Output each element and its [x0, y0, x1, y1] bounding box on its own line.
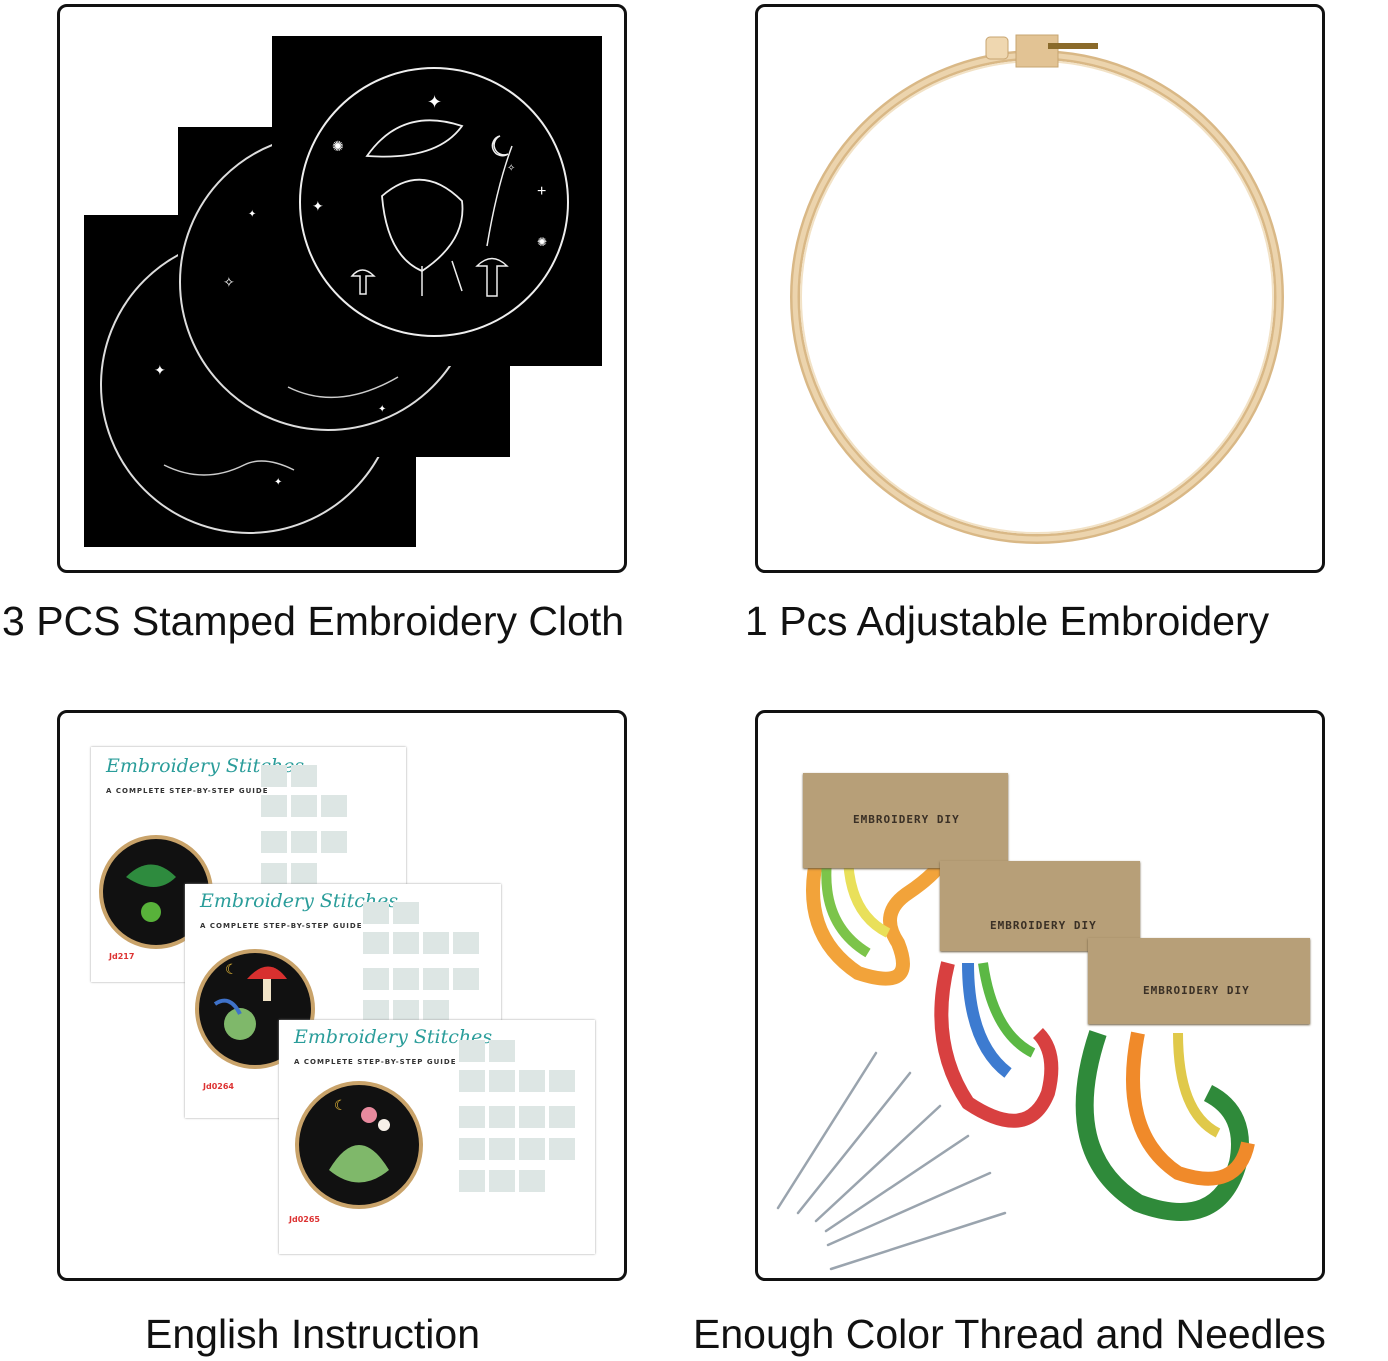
hoop-illustration-icon: ☾ — [295, 1040, 575, 1209]
svg-text:☾: ☾ — [225, 961, 238, 977]
sheet-subtitle: A COMPLETE STEP-BY-STEP GUIDE — [294, 1058, 457, 1066]
instruction-sheet: Embroidery Stitches A COMPLETE STEP-BY-S… — [91, 747, 406, 982]
thread-card-label: EMBROIDERY DIY — [853, 813, 960, 826]
svg-text:✧: ✧ — [507, 163, 515, 174]
sheet-subtitle: A COMPLETE STEP-BY-STEP GUIDE — [200, 922, 363, 930]
instruction-panel: Embroidery Stitches A COMPLETE STEP-BY-S… — [57, 710, 627, 1281]
cloth-panel: ✦ ✧ ✦ ✧ ✦ ✦ ✦ ✺ ✦ + ✺ ✧ — [57, 4, 627, 573]
caption-instruction: English Instruction — [145, 1311, 481, 1357]
svg-text:✺: ✺ — [332, 138, 344, 154]
svg-text:+: + — [537, 183, 546, 200]
svg-text:✦: ✦ — [274, 477, 282, 488]
hoop-panel — [755, 4, 1325, 573]
svg-text:✦: ✦ — [248, 209, 256, 220]
thread-card-label: EMBROIDERY DIY — [1143, 984, 1250, 997]
sheet-title: Embroidery Stitches — [106, 755, 305, 777]
cloth-piece-front: ✦ ✺ ✦ + ✺ ✧ — [272, 36, 602, 366]
svg-text:✺: ✺ — [537, 235, 547, 249]
sheet-subtitle: A COMPLETE STEP-BY-STEP GUIDE — [106, 787, 269, 795]
svg-text:✦: ✦ — [378, 404, 386, 415]
thread-card: EMBROIDERY DIY — [940, 861, 1140, 951]
svg-text:✦: ✦ — [312, 198, 324, 214]
thread-card: EMBROIDERY DIY — [1088, 938, 1310, 1024]
thread-card-label: EMBROIDERY DIY — [990, 919, 1097, 932]
caption-hoop: 1 Pcs Adjustable Embroidery — [745, 598, 1270, 644]
sheet-code: Jd217 — [109, 952, 135, 961]
thread-panel: EMBROIDERY DIY EMBROIDERY DIY EMBROIDERY… — [755, 710, 1325, 1281]
sheet-code: Jd0265 — [289, 1215, 320, 1224]
hoop-illustration-icon — [99, 765, 347, 949]
thread-card: EMBROIDERY DIY — [803, 773, 1008, 868]
svg-text:✧: ✧ — [223, 274, 235, 290]
svg-text:✦: ✦ — [154, 362, 166, 378]
sheet-code: Jd0264 — [203, 1082, 234, 1091]
svg-text:✦: ✦ — [427, 92, 442, 112]
caption-thread: Enough Color Thread and Needles — [693, 1311, 1326, 1357]
sheet-title: Embroidery Stitches — [200, 890, 399, 912]
frog-pattern-icon: ✦ ✺ ✦ + ✺ ✧ — [299, 67, 569, 337]
embroidery-hoop-icon — [790, 34, 1284, 544]
svg-text:☾: ☾ — [334, 1097, 347, 1113]
instruction-sheet: Embroidery Stitches A COMPLETE STEP-BY-S… — [279, 1020, 595, 1254]
caption-cloth: 3 PCS Stamped Embroidery Cloth — [2, 598, 625, 644]
sheet-title: Embroidery Stitches — [294, 1026, 493, 1048]
thread-bundle-icon — [776, 849, 1255, 1271]
